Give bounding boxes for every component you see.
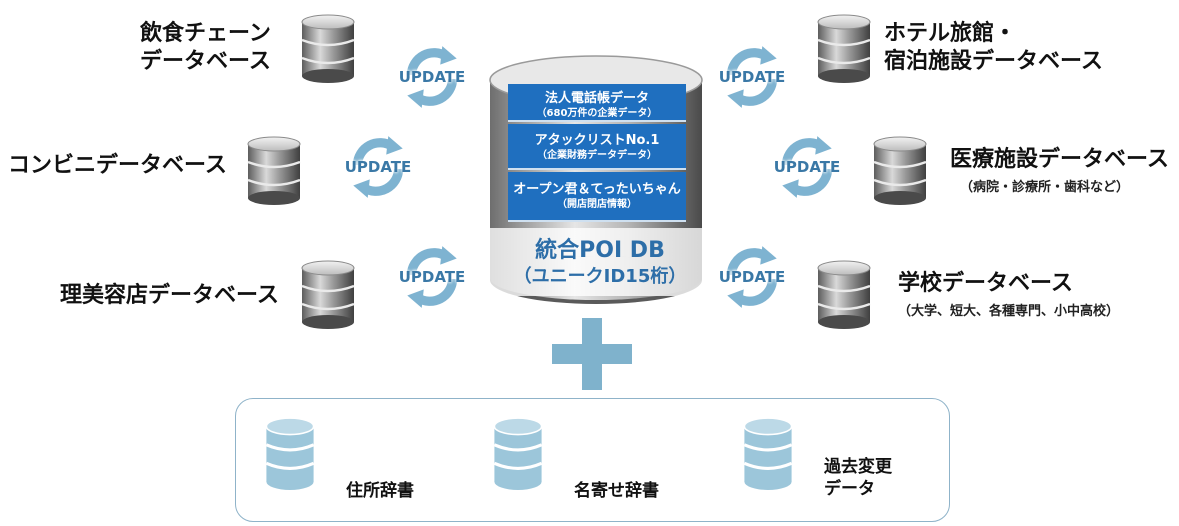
core-title-backdrop bbox=[478, 228, 714, 296]
historical-change-data-label: 過去変更 データ bbox=[824, 456, 892, 500]
source-label-line2: データベース bbox=[140, 49, 271, 74]
source-restaurant-chain-label: 飲食チェーン データベース bbox=[140, 20, 271, 76]
update-label: UPDATE bbox=[398, 268, 466, 286]
source-label-line1: ホテル旅館・ bbox=[884, 21, 1017, 46]
label-line1: 過去変更 bbox=[824, 457, 892, 477]
update-cycle-icon: UPDATE bbox=[717, 242, 787, 312]
address-dictionary-label: 住所辞書 bbox=[346, 481, 414, 501]
plus-icon bbox=[552, 318, 632, 390]
source-label-line1: 飲食チェーン bbox=[140, 21, 271, 46]
update-label: UPDATE bbox=[718, 68, 786, 86]
core-layer-open-close: オープン君＆てったいちゃん （開店閉店情報） bbox=[508, 172, 686, 222]
supplementary-data-panel bbox=[235, 398, 950, 522]
update-label: UPDATE bbox=[398, 68, 466, 86]
name-matching-dictionary-db-icon bbox=[492, 412, 544, 492]
source-school-label: 学校データベース bbox=[898, 271, 1073, 296]
core-layer-corporate-directory: 法人電話帳データ （680万件の企業データ） bbox=[508, 84, 686, 122]
core-subtitle: （ユニークID15桁） bbox=[513, 266, 687, 287]
source-medical-note: （病院・診療所・歯科など） bbox=[960, 180, 1130, 195]
database-icon bbox=[814, 258, 874, 332]
core-title: 統合POI DB bbox=[535, 238, 665, 263]
update-cycle-icon: UPDATE bbox=[397, 242, 467, 312]
update-cycle-icon: UPDATE bbox=[772, 132, 842, 202]
source-school-note: （大学、短大、各種専門、小中高校） bbox=[898, 304, 1120, 319]
source-beauty-salon-label: 理美容店データベース bbox=[60, 283, 279, 308]
update-cycle-icon: UPDATE bbox=[717, 42, 787, 112]
address-dictionary-db-icon bbox=[264, 412, 316, 492]
source-convenience-store-label: コンビニデータベース bbox=[8, 153, 227, 178]
database-icon bbox=[298, 12, 358, 86]
database-icon bbox=[814, 12, 874, 86]
source-label-line2: 宿泊施設データベース bbox=[884, 49, 1103, 74]
label-line2: データ bbox=[824, 479, 875, 499]
database-icon bbox=[870, 134, 930, 208]
update-cycle-icon: UPDATE bbox=[343, 132, 413, 202]
update-label: UPDATE bbox=[773, 158, 841, 176]
layer-subtitle: （企業財務データデータ） bbox=[537, 150, 657, 161]
historical-change-data-db-icon bbox=[742, 412, 794, 492]
source-hotel-label: ホテル旅館・ 宿泊施設データベース bbox=[884, 20, 1103, 76]
core-layer-attack-list: アタックリストNo.1 （企業財務データデータ） bbox=[508, 124, 686, 170]
layer-subtitle: （680万件の企業データ） bbox=[536, 108, 658, 119]
layer-subtitle: （開店閉店情報） bbox=[557, 199, 637, 210]
database-icon bbox=[298, 258, 358, 332]
update-label: UPDATE bbox=[718, 268, 786, 286]
layer-title: 法人電話帳データ bbox=[544, 91, 649, 106]
source-medical-label: 医療施設データベース bbox=[950, 147, 1169, 172]
database-icon bbox=[244, 134, 304, 208]
layer-title: アタックリストNo.1 bbox=[534, 133, 660, 148]
update-cycle-icon: UPDATE bbox=[397, 42, 467, 112]
name-matching-dictionary-label: 名寄せ辞書 bbox=[574, 481, 659, 501]
update-label: UPDATE bbox=[344, 158, 412, 176]
layer-title: オープン君＆てったいちゃん bbox=[513, 182, 681, 197]
